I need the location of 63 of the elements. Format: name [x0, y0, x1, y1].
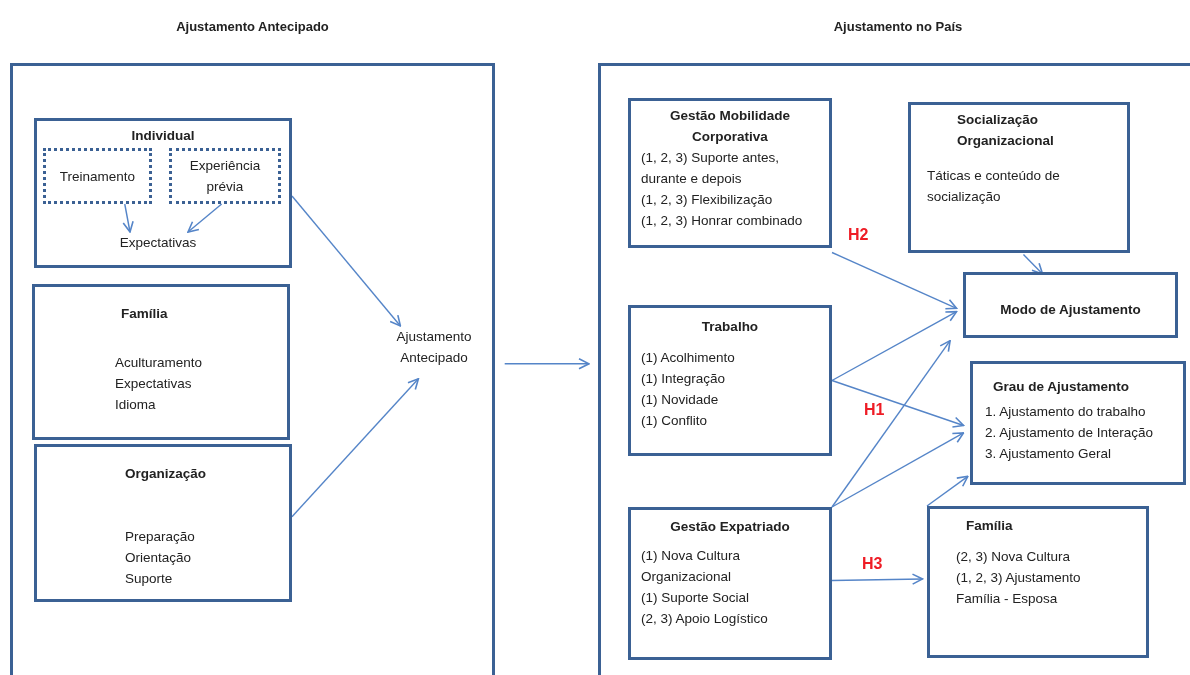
factor-box	[908, 102, 1130, 253]
arrow	[831, 379, 965, 428]
box-heading: Grau de Ajustamento	[992, 378, 1131, 396]
factor-box	[628, 507, 832, 660]
arrow	[831, 339, 951, 508]
factor-box	[628, 98, 832, 248]
factor-item: (1, 2, 3) Honrar combinado	[641, 212, 804, 230]
concept-text: Ajustamento Antecipado	[374, 326, 494, 374]
factor-item: (1, 2, 3) Suporte antes, durante e depois	[641, 149, 781, 188]
factor-item: Suporte	[125, 570, 174, 588]
box-heading: Socialização Organizacional	[956, 111, 1055, 150]
factor-box	[963, 272, 1178, 338]
factor-item: (1) Novidade	[641, 391, 720, 409]
arrow	[831, 432, 965, 508]
factor-item: Orientação	[125, 549, 193, 567]
factor-item: Idioma	[115, 396, 157, 414]
panel-heading: Ajustamento Antecipado	[175, 18, 330, 36]
box-heading: Modo de Ajustamento	[999, 301, 1142, 319]
arrow	[122, 203, 134, 233]
factor-item: Expectativas	[115, 375, 193, 393]
box-heading: Trabalho	[700, 318, 760, 336]
concept-text: Expectativas	[108, 232, 208, 252]
arrow	[187, 203, 223, 233]
factor-item: (1) Integração	[641, 370, 727, 388]
box-heading: Organização	[124, 465, 208, 483]
factor-item: (1) Conflito	[641, 412, 709, 430]
factor-item: 2. Ajustamento de Interação	[985, 424, 1155, 442]
factor-item: Táticas e conteúdo de socialização	[927, 167, 1061, 206]
arrow	[291, 195, 402, 327]
factor-item: 1. Ajustamento do trabalho	[985, 403, 1147, 421]
factor-item: (1) Nova Cultura Organizacional	[641, 547, 742, 586]
factor-item: (1, 2, 3) Ajustamento Família - Esposa	[956, 569, 1082, 608]
box-heading: Gestão Expatriado	[669, 518, 791, 536]
box-heading: Família	[120, 305, 169, 323]
factor-item: 3. Ajustamento Geral	[985, 445, 1113, 463]
dotted-box	[169, 148, 281, 204]
arrow	[1022, 253, 1044, 275]
factor-label: Experiência prévia	[188, 157, 262, 196]
factor-box	[32, 284, 290, 440]
box-heading: Gestão Mobilidade Corporativa	[669, 107, 791, 146]
arrow	[504, 358, 590, 370]
factor-item: (2, 3) Apoio Logístico	[641, 610, 769, 628]
factor-box	[927, 506, 1149, 658]
factor-box	[34, 118, 292, 268]
arrow	[831, 310, 958, 382]
box-heading: Família	[965, 517, 1014, 535]
factor-item: (1, 2, 3) Flexibilização	[641, 191, 774, 209]
arrow	[831, 573, 924, 585]
factor-box	[628, 305, 832, 456]
dotted-box	[43, 148, 152, 204]
factor-box	[34, 444, 292, 602]
arrow	[291, 378, 420, 518]
factor-item: Aculturamento	[115, 354, 204, 372]
box-heading: Individual	[130, 127, 196, 145]
panel-heading: Ajustamento no País	[832, 18, 964, 36]
arrow	[926, 475, 969, 507]
factor-item: (1) Suporte Social	[641, 589, 751, 607]
factor-item: (1) Acolhimento	[641, 349, 736, 367]
factor-box	[970, 361, 1186, 485]
arrow	[831, 251, 958, 310]
factor-item: Preparação	[125, 528, 196, 546]
factor-item: (2, 3) Nova Cultura	[956, 548, 1072, 566]
factor-label: Treinamento	[59, 167, 136, 186]
